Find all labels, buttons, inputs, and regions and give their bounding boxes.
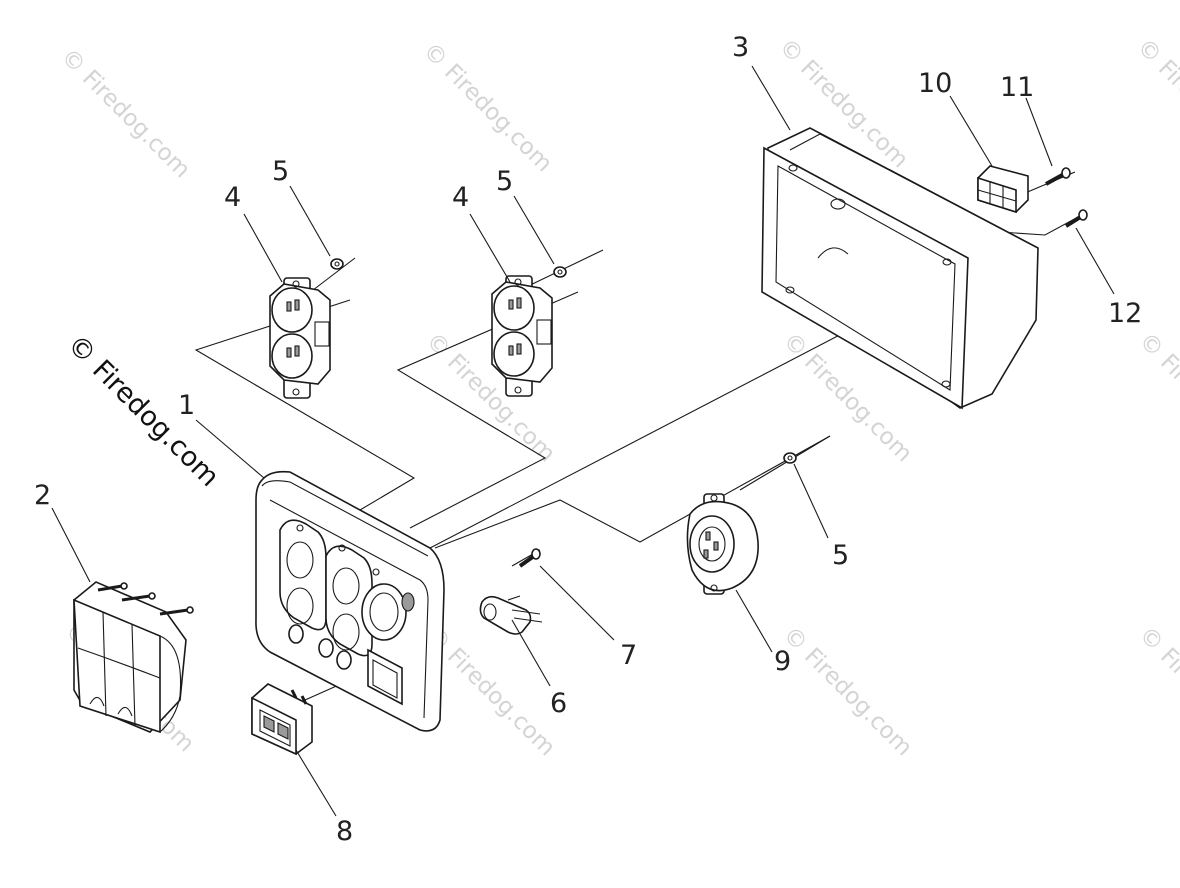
callout-8: 8 [336,816,353,847]
callout-7: 7 [620,640,637,671]
screw [1064,209,1088,228]
callout-11: 11 [1000,72,1034,103]
screw [518,548,541,568]
watermark: © Firedog.com [56,44,195,183]
callout-9: 9 [774,646,791,677]
twist-lock-receptacle [686,493,759,595]
callout-5: 5 [272,156,289,187]
watermark-layer: © Firedog.com © Firedog.com © Firedog.co… [56,34,1180,761]
circuit-breaker [479,595,543,635]
watermark: © Firedog.com [1132,34,1180,173]
nut [783,452,797,464]
duplex-receptacle [269,277,331,399]
callout-leaders [51,65,1115,817]
watermark: © Firedog.com [418,38,557,177]
screw [1045,167,1071,186]
callout-5: 5 [496,166,513,197]
duplex-receptacle [491,275,553,397]
callout-10: 10 [918,68,952,99]
nut [330,258,344,270]
control-panel-faceplate [255,470,445,732]
nut [553,266,567,278]
watermark: © Firedog.com [778,622,917,761]
callout-3: 3 [732,32,749,63]
rocker-switch [251,683,313,756]
callout-12: 12 [1108,298,1142,329]
callout-4: 4 [224,182,241,213]
terminal-block [977,165,1029,214]
callout-6: 6 [550,688,567,719]
watermark: © Firedog.com [1134,622,1180,761]
watermark: © Firedog.com [1134,328,1180,467]
panel-back-box [761,127,1039,410]
callout-labels: 1 2 3 4 4 5 5 5 6 7 8 9 10 11 12 [34,32,1142,847]
callout-5: 5 [832,540,849,571]
callout-4: 4 [452,182,469,213]
callout-1: 1 [178,390,195,421]
callout-2: 2 [34,480,51,511]
outlet-cover-flaps [73,581,194,734]
watermark-main: © Firedog.com [61,329,225,493]
